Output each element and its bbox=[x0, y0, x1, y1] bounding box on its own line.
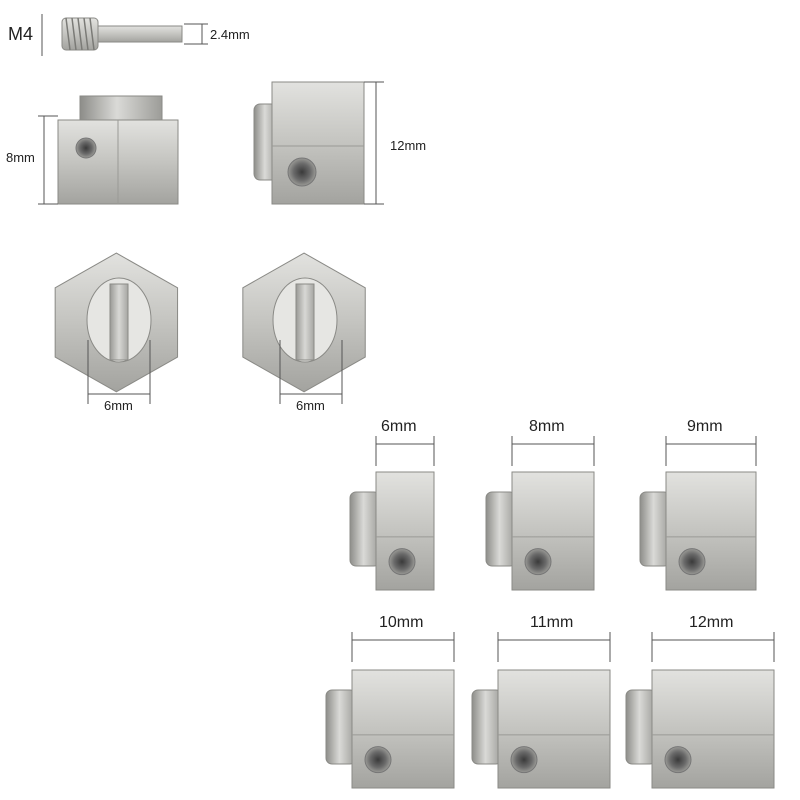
height-12mm-dimension bbox=[364, 81, 384, 205]
screw-hole-icon bbox=[364, 746, 392, 774]
width-dimension bbox=[651, 632, 775, 662]
side-height-label: 8mm bbox=[6, 150, 35, 165]
screw-hole-icon bbox=[678, 548, 706, 576]
size-variants bbox=[325, 436, 775, 789]
size-variant-9mm bbox=[639, 436, 757, 591]
size-label: 11mm bbox=[530, 614, 574, 631]
size-variant-10mm bbox=[325, 632, 455, 789]
width-dimension bbox=[375, 436, 435, 466]
front-height-label: 12mm bbox=[390, 138, 427, 153]
hub-front-view bbox=[253, 81, 365, 205]
bore-left-label: 6mm bbox=[104, 398, 133, 413]
size-variant-8mm bbox=[485, 436, 595, 591]
screw-hole-icon bbox=[75, 137, 97, 159]
pin-diameter-label: 2.4mm bbox=[210, 27, 250, 42]
bore-dimensions bbox=[87, 340, 343, 404]
thread-label: M4 bbox=[8, 24, 34, 44]
size-variant-12mm bbox=[625, 632, 775, 789]
pin-dimension bbox=[41, 14, 208, 56]
width-dimension bbox=[511, 436, 595, 466]
hex-end-view-left bbox=[54, 252, 179, 393]
screw-hole-icon bbox=[510, 746, 538, 774]
size-label: 8mm bbox=[529, 418, 565, 435]
hub-side-view bbox=[57, 95, 179, 205]
height-8mm-dimension bbox=[38, 115, 58, 205]
width-dimension bbox=[665, 436, 757, 466]
size-variant-11mm bbox=[471, 632, 611, 789]
width-dimension bbox=[351, 632, 455, 662]
screw-hole-icon bbox=[388, 548, 416, 576]
screw-hole-icon bbox=[287, 157, 317, 187]
size-variant-6mm bbox=[349, 436, 435, 591]
size-label: 12mm bbox=[689, 614, 734, 631]
screw-hole-icon bbox=[524, 548, 552, 576]
size-label: 6mm bbox=[381, 418, 417, 435]
size-label: 9mm bbox=[687, 418, 723, 435]
hex-end-view-right bbox=[242, 252, 366, 393]
width-dimension bbox=[497, 632, 611, 662]
size-label: 10mm bbox=[379, 614, 424, 631]
set-screw bbox=[61, 17, 183, 51]
screw-hole-icon bbox=[664, 746, 692, 774]
bore-right-label: 6mm bbox=[296, 398, 325, 413]
